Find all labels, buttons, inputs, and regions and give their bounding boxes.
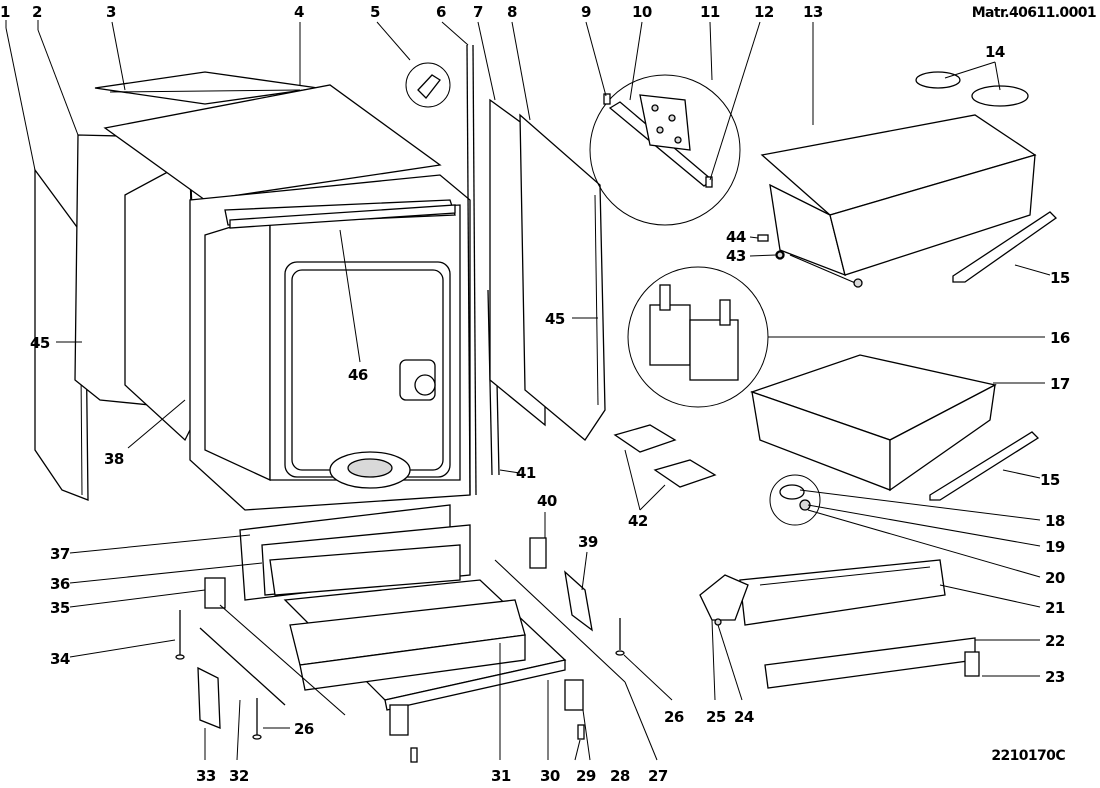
part-cutlery-basket-detail-16: [627, 266, 769, 408]
callout-32: 32: [229, 767, 249, 785]
part-hinge-detail-11: [589, 74, 741, 226]
part-pin-left: [410, 747, 418, 763]
callout-44: 44: [726, 228, 746, 246]
callout-14: 14: [985, 43, 1005, 61]
part-hinge-bracket-left: [389, 704, 409, 736]
part-rail-15-upper: [952, 211, 1058, 283]
callout-7: 7: [473, 3, 483, 21]
callout-45-right: 45: [545, 310, 565, 328]
part-bracket-5: [405, 62, 451, 108]
part-cover-33: [197, 666, 221, 729]
callout-28: 28: [610, 767, 630, 785]
part-tub-body: [189, 174, 471, 511]
part-plinth-22: [764, 637, 976, 689]
drawing-code: 2210170C: [991, 748, 1065, 764]
part-hinge-35: [204, 577, 346, 716]
callout-37: 37: [50, 545, 70, 563]
callout-30: 30: [540, 767, 560, 785]
callout-3: 3: [106, 3, 116, 21]
part-bolt-26-right: [615, 618, 625, 656]
part-bolt-26-left: [252, 698, 262, 740]
part-foot-23: [964, 651, 980, 677]
part-plate-39: [564, 570, 593, 632]
callout-11: 11: [700, 3, 720, 21]
callout-45-left: 45: [30, 334, 50, 352]
callout-41: 41: [516, 464, 536, 482]
callout-12: 12: [754, 3, 774, 21]
part-strip-6: [466, 44, 477, 496]
callout-36: 36: [50, 575, 70, 593]
callout-33: 33: [196, 767, 216, 785]
callout-13: 13: [803, 3, 823, 21]
part-spray-detail-18-19: [769, 474, 821, 526]
callout-38: 38: [104, 450, 124, 468]
part-dispenser-25: [699, 574, 749, 626]
part-racks-42: [613, 424, 717, 488]
part-side-panel-right-8: [519, 113, 606, 441]
callout-8: 8: [507, 3, 517, 21]
part-hinge-bracket-28: [564, 679, 584, 711]
callout-27: 27: [648, 767, 668, 785]
leader-lines: [5, 20, 1051, 761]
part-lower-rack-17: [750, 354, 997, 492]
callout-35: 35: [50, 599, 70, 617]
callout-23: 23: [1045, 668, 1065, 686]
part-bolt-34: [175, 610, 185, 660]
part-door-frame: [269, 544, 461, 596]
callout-25: 25: [706, 708, 726, 726]
part-upper-rack-13: [760, 114, 1037, 288]
material-code: Matr.40611.0001: [972, 5, 1096, 21]
callout-21: 21: [1045, 599, 1065, 617]
part-pin-29: [577, 724, 585, 740]
part-control-panel-31: [289, 599, 526, 691]
callout-22: 22: [1045, 632, 1065, 650]
callout-10: 10: [632, 3, 652, 21]
part-kickplate-21: [739, 559, 946, 626]
callout-19: 19: [1045, 538, 1065, 556]
callout-15-upper: 15: [1050, 269, 1070, 287]
callout-24: 24: [734, 708, 754, 726]
callout-20: 20: [1045, 569, 1065, 587]
callout-39: 39: [578, 533, 598, 551]
part-top-panel-4: [103, 84, 442, 201]
part-clips-14: [915, 71, 1029, 107]
callout-31: 31: [491, 767, 511, 785]
callout-labels: 1 2 3 4 5 6 7 8 9 10 11 12 13 14 15 15 1…: [0, 3, 1070, 785]
callout-15-lower: 15: [1040, 471, 1060, 489]
callout-29: 29: [576, 767, 596, 785]
callout-6: 6: [436, 3, 446, 21]
callout-26-right: 26: [664, 708, 684, 726]
callout-16: 16: [1050, 329, 1070, 347]
callout-17: 17: [1050, 375, 1070, 393]
part-rail-15-lower: [929, 431, 1040, 501]
callout-1: 1: [0, 3, 10, 21]
callout-4: 4: [294, 3, 304, 21]
callout-5: 5: [370, 3, 380, 21]
callout-18: 18: [1045, 512, 1065, 530]
callout-42: 42: [628, 512, 648, 530]
callout-40: 40: [537, 492, 557, 510]
callout-26-left: 26: [294, 720, 314, 738]
callout-46: 46: [348, 366, 368, 384]
callout-9: 9: [581, 3, 591, 21]
callout-34: 34: [50, 650, 70, 668]
part-rod-32: [199, 627, 286, 706]
part-bars-46: [229, 204, 456, 229]
callout-43: 43: [726, 247, 746, 265]
part-lock-40: [529, 537, 547, 569]
part-cable-27: [494, 559, 626, 683]
callout-2: 2: [32, 3, 42, 21]
